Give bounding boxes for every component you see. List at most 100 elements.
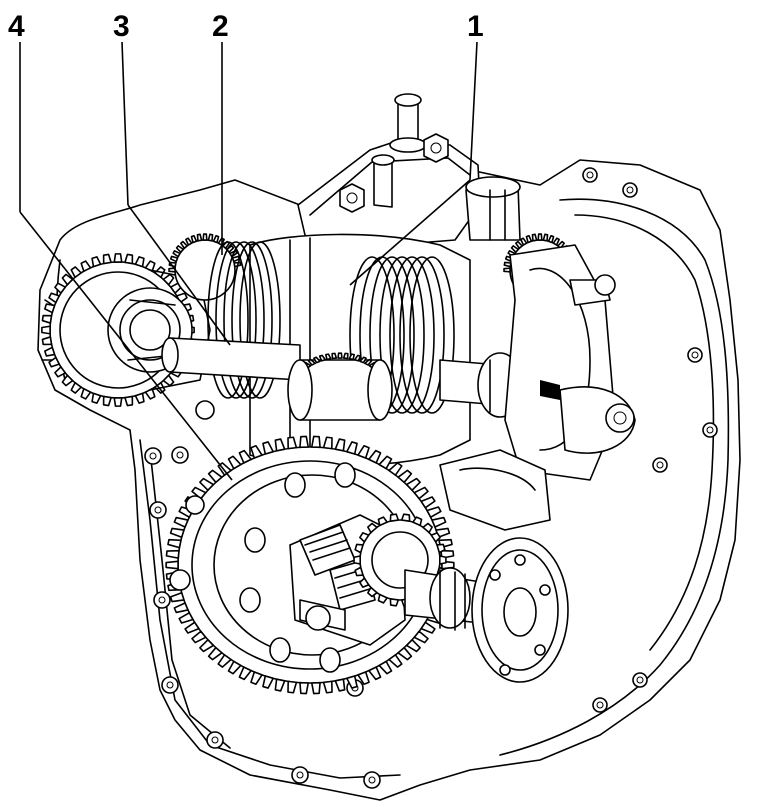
gear-tooth xyxy=(180,240,188,250)
gear-tooth xyxy=(102,253,112,265)
gear-tooth xyxy=(413,630,429,644)
gear-tooth xyxy=(367,522,378,534)
gear-tooth xyxy=(191,486,207,500)
left-gear-cluster xyxy=(41,233,242,407)
gear-tooth xyxy=(199,639,215,653)
gear-tooth xyxy=(322,680,333,694)
gear-tooth xyxy=(353,555,361,565)
gear-tooth xyxy=(552,237,560,246)
gear-tooth xyxy=(353,354,362,362)
gear-tooth xyxy=(80,260,92,272)
gear-tooth xyxy=(364,358,373,366)
gear-tooth xyxy=(102,395,112,407)
gear-tooth xyxy=(162,273,175,286)
gear-tooth xyxy=(359,577,370,588)
gear-tooth xyxy=(262,441,274,455)
gear-tooth xyxy=(412,516,423,527)
gear-tooth xyxy=(124,395,134,407)
leader-line-3 xyxy=(121,41,129,206)
gear-tooth xyxy=(41,336,53,346)
gear-tooth xyxy=(307,358,316,366)
gear-tooth xyxy=(250,671,263,686)
gear-tooth xyxy=(531,233,538,242)
gear-tooth xyxy=(61,374,74,387)
gear-tooth xyxy=(368,666,382,681)
gear-tooth xyxy=(331,352,338,360)
gear-tooth xyxy=(124,253,134,265)
gear-tooth xyxy=(413,486,429,500)
gear-tooth xyxy=(44,303,56,314)
gear-tooth xyxy=(169,527,185,538)
gear-tooth xyxy=(525,234,533,244)
gear-tooth xyxy=(388,654,403,668)
gear-tooth xyxy=(54,282,67,294)
gear-tooth xyxy=(212,234,220,244)
gear-tooth xyxy=(359,532,370,543)
gear-tooth xyxy=(334,678,346,692)
synchro-rings xyxy=(207,241,455,414)
gear-tooth xyxy=(262,675,274,689)
gear-tooth xyxy=(202,233,208,241)
gear-tooth xyxy=(367,586,378,598)
gear-tooth xyxy=(337,352,343,359)
gear-tooth xyxy=(322,436,333,450)
gear-tooth xyxy=(113,397,123,407)
leader-line-4b xyxy=(19,211,233,481)
gear-tooth xyxy=(227,660,242,675)
gear-tooth xyxy=(510,245,520,253)
gear-tooth xyxy=(191,630,207,644)
gear-tooth xyxy=(134,256,145,268)
gear-tooth xyxy=(397,469,413,484)
gear-tooth xyxy=(537,233,543,241)
gear-tooth xyxy=(357,671,370,686)
gear-tooth xyxy=(169,592,185,603)
gear-tooth xyxy=(48,356,60,368)
gear-tooth xyxy=(225,245,235,253)
gear-tooth xyxy=(70,266,82,279)
leader-line-1 xyxy=(469,41,478,181)
gear-tooth xyxy=(113,253,123,263)
gear-tooth xyxy=(165,549,180,559)
gear-tooth xyxy=(357,444,370,459)
gear-tooth xyxy=(542,233,549,242)
clutch-release xyxy=(439,244,636,531)
gear-tooth xyxy=(238,449,252,464)
gear-tooth xyxy=(313,356,321,364)
gear-tooth xyxy=(199,477,215,491)
gear-tooth xyxy=(250,444,263,459)
gear-tooth xyxy=(41,325,51,335)
gear-tooth xyxy=(196,233,203,242)
gear-tooth xyxy=(287,680,298,694)
gear-tooth xyxy=(274,678,286,692)
gear-tooth xyxy=(61,273,74,286)
gear-tooth xyxy=(217,654,232,668)
gear-tooth xyxy=(175,245,185,253)
gear-tooth xyxy=(299,435,310,449)
top-cover xyxy=(297,93,521,251)
gear-tooth xyxy=(377,516,388,527)
leader-line-3b xyxy=(127,204,231,346)
gear-tooth xyxy=(227,455,242,470)
gear-tooth xyxy=(420,621,436,634)
callout-label-4: 4 xyxy=(8,10,25,43)
gear-tooth xyxy=(207,233,214,242)
gear-tooth xyxy=(422,522,433,534)
callout-labels: 4 3 2 1 xyxy=(8,10,484,43)
gear-tooth xyxy=(325,353,332,361)
gear-tooth xyxy=(134,392,145,404)
gear-tooth xyxy=(405,477,421,491)
callout-leaders xyxy=(19,41,478,481)
gear-tooth xyxy=(368,449,382,464)
gear-tooth xyxy=(420,496,436,509)
gear-tooth xyxy=(310,681,321,695)
gear-tooth xyxy=(70,381,82,394)
gear-tooth xyxy=(430,532,441,543)
gear-tooth xyxy=(173,602,189,614)
gear-tooth xyxy=(515,240,523,250)
gear-tooth xyxy=(439,555,447,565)
gear-tooth xyxy=(173,516,189,528)
gear-tooth xyxy=(388,462,403,476)
gear-tooth xyxy=(389,513,400,522)
gear-tooth xyxy=(520,237,528,246)
callout-label-2: 2 xyxy=(212,10,229,43)
